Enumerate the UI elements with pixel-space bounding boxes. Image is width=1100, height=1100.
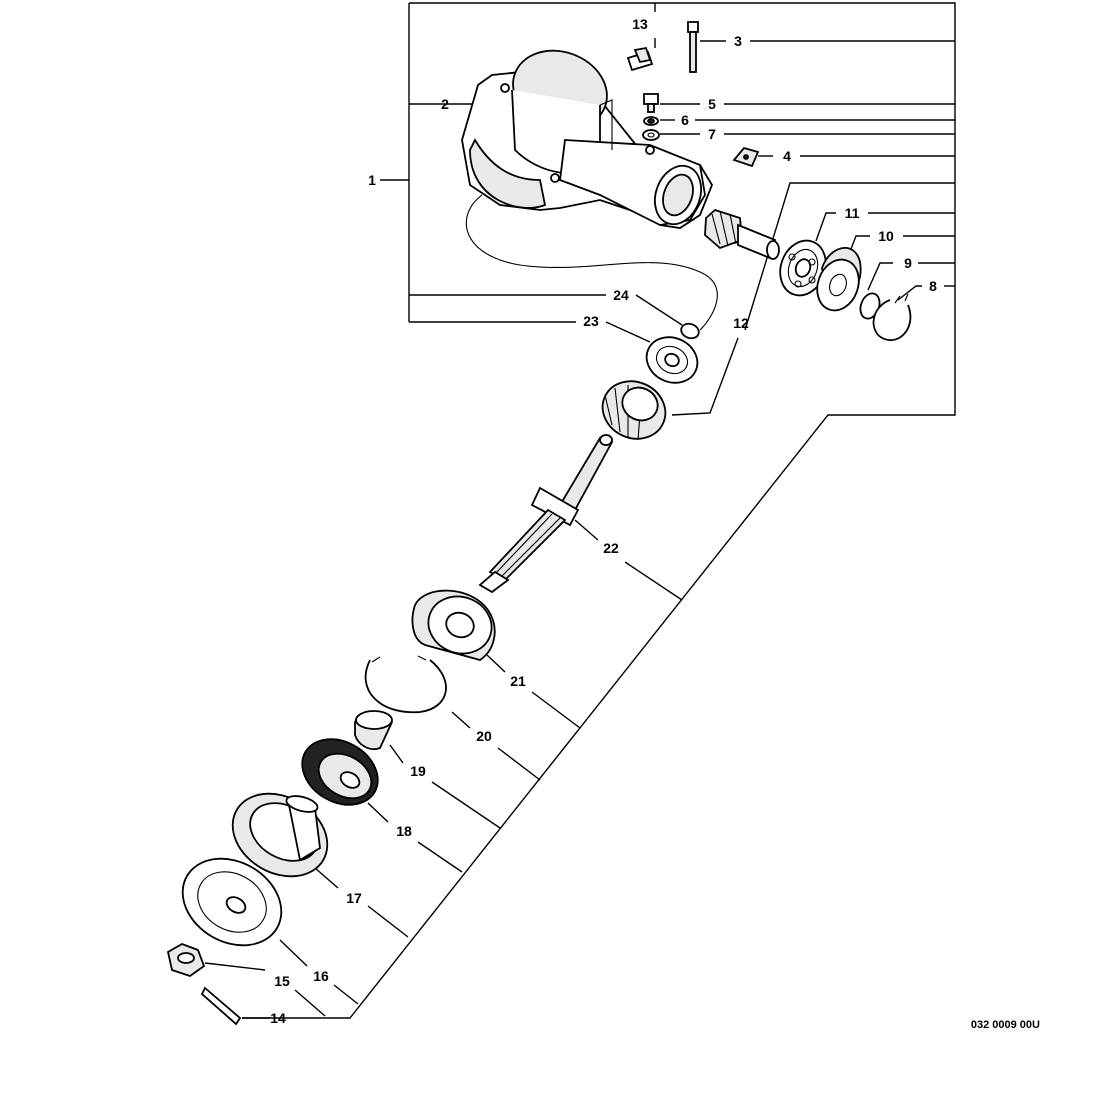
thrust-cup-17 — [231, 792, 329, 878]
callout-8: 8 — [929, 278, 937, 294]
bracket-lines — [204, 2, 956, 1019]
washer-6 — [643, 116, 659, 126]
callout-17: 17 — [346, 890, 362, 906]
callout-14: 14 — [270, 1010, 286, 1026]
main-shaft — [478, 434, 614, 594]
callout-15: 15 — [274, 973, 290, 989]
callout-12: 12 — [733, 315, 749, 331]
callout-5: 5 — [708, 96, 716, 112]
pinion-gear — [704, 208, 780, 260]
circlip-20 — [364, 655, 447, 714]
callout-10: 10 — [878, 228, 894, 244]
bevel-gear — [601, 380, 667, 441]
disc-16 — [181, 857, 283, 947]
callout-21: 21 — [510, 673, 526, 689]
callout-24: 24 — [613, 287, 629, 303]
callout-labels: 1 2 3 4 5 6 7 8 9 10 11 12 13 14 15 16 1… — [270, 16, 937, 1026]
callout-20: 20 — [476, 728, 492, 744]
callout-4: 4 — [783, 148, 791, 164]
callout-7: 7 — [708, 126, 716, 142]
screw-5 — [643, 93, 659, 113]
bearing-11 — [779, 239, 827, 297]
callout-13: 13 — [632, 16, 648, 32]
callout-23: 23 — [583, 313, 599, 329]
gear-housing — [461, 49, 718, 331]
bearing-23 — [645, 336, 699, 384]
callout-18: 18 — [396, 823, 412, 839]
screw-13 — [626, 46, 654, 72]
seal-18 — [301, 738, 379, 806]
circlip-8 — [872, 293, 912, 342]
callout-2: 2 — [441, 96, 449, 112]
cotter-pin-14 — [200, 986, 242, 1026]
bearing-10 — [816, 246, 862, 312]
callout-6: 6 — [681, 112, 689, 128]
washer-7 — [642, 129, 660, 141]
callout-11: 11 — [845, 205, 860, 221]
callout-3: 3 — [734, 33, 742, 49]
clamp-4 — [732, 146, 760, 168]
callout-9: 9 — [904, 255, 912, 271]
callout-16: 16 — [313, 968, 329, 984]
bearing-21 — [411, 589, 496, 661]
callout-19: 19 — [410, 763, 426, 779]
sleeve-19 — [354, 710, 393, 750]
callout-22: 22 — [603, 540, 619, 556]
callout-1: 1 — [368, 172, 376, 188]
ring-24 — [680, 322, 700, 340]
bolt-3 — [687, 21, 699, 73]
nut-15 — [166, 943, 206, 977]
drawing-code: 032 0009 00U — [971, 1019, 1040, 1031]
